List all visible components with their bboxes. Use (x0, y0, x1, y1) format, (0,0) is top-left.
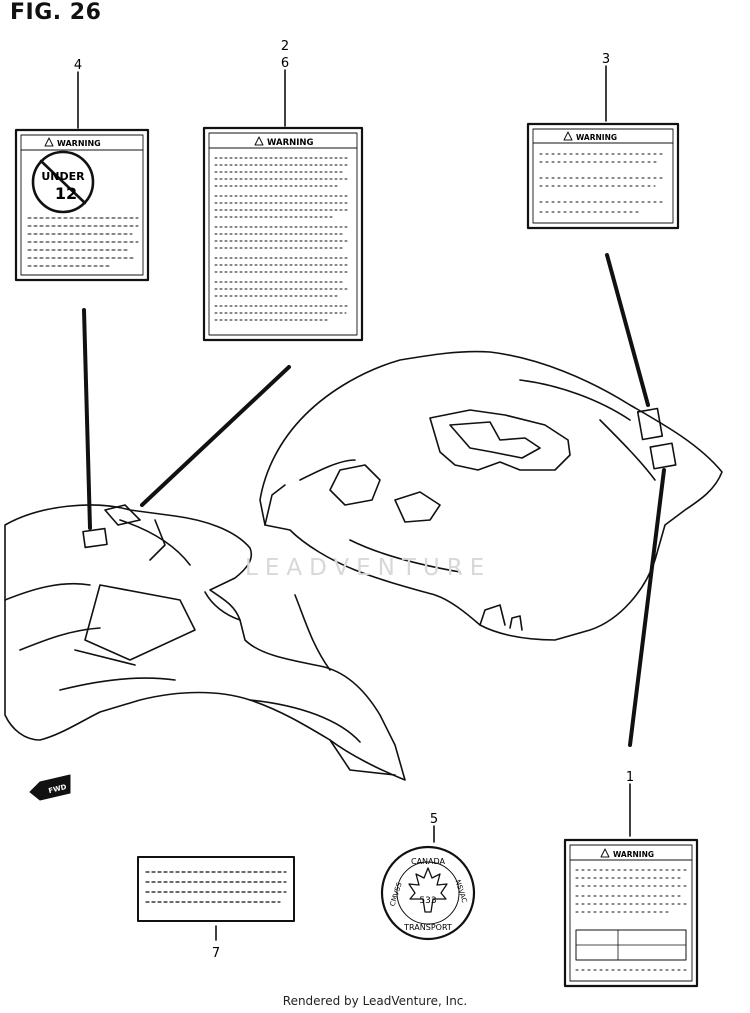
warning-heading: WARNING (576, 133, 617, 142)
warning-label-3 (526, 122, 680, 230)
figure-title: FIG. 26 (10, 0, 102, 25)
no-under-12-icon (31, 150, 95, 214)
warning-label-1 (563, 838, 699, 988)
callout-1: 1 (626, 770, 634, 785)
warning-label-4 (14, 128, 150, 282)
warning-heading: WARNING (613, 850, 654, 859)
warning-triangle-icon (254, 136, 264, 146)
age-text: 12 (55, 184, 77, 203)
canada-seal-label-5 (380, 845, 476, 941)
front-fender (4, 504, 406, 781)
label-7 (137, 856, 295, 922)
seal-top-text: CANADA (411, 857, 446, 866)
callout-4: 4 (74, 58, 82, 73)
maple-leaf-icon (408, 867, 448, 913)
seal-bottom-text: TRANSPORT (403, 923, 452, 932)
seal-left-text: CMVSS (388, 881, 403, 907)
warning-triangle-icon (44, 137, 54, 147)
callout-5: 5 (430, 812, 438, 827)
footer-credit: Rendered by LeadVenture, Inc. (282, 994, 468, 1008)
callout-2: 2 (281, 39, 289, 54)
forward-arrow-icon (29, 774, 71, 801)
callout-7: 7 (212, 946, 220, 961)
warning-heading: WARNING (267, 138, 314, 148)
warning-triangle-icon (600, 848, 610, 858)
warning-label-2-6 (202, 126, 364, 342)
seal-right-text: NSVAC (453, 879, 468, 904)
callout-6: 6 (281, 56, 289, 71)
warning-heading: WARNING (57, 139, 101, 148)
seal-number-text: 533 (419, 896, 436, 906)
rear-fender (259, 350, 723, 641)
warning-triangle-icon (563, 131, 573, 141)
callout-3: 3 (602, 52, 610, 67)
watermark: LEADVENTURE (245, 555, 492, 581)
under-text: UNDER (41, 170, 85, 183)
